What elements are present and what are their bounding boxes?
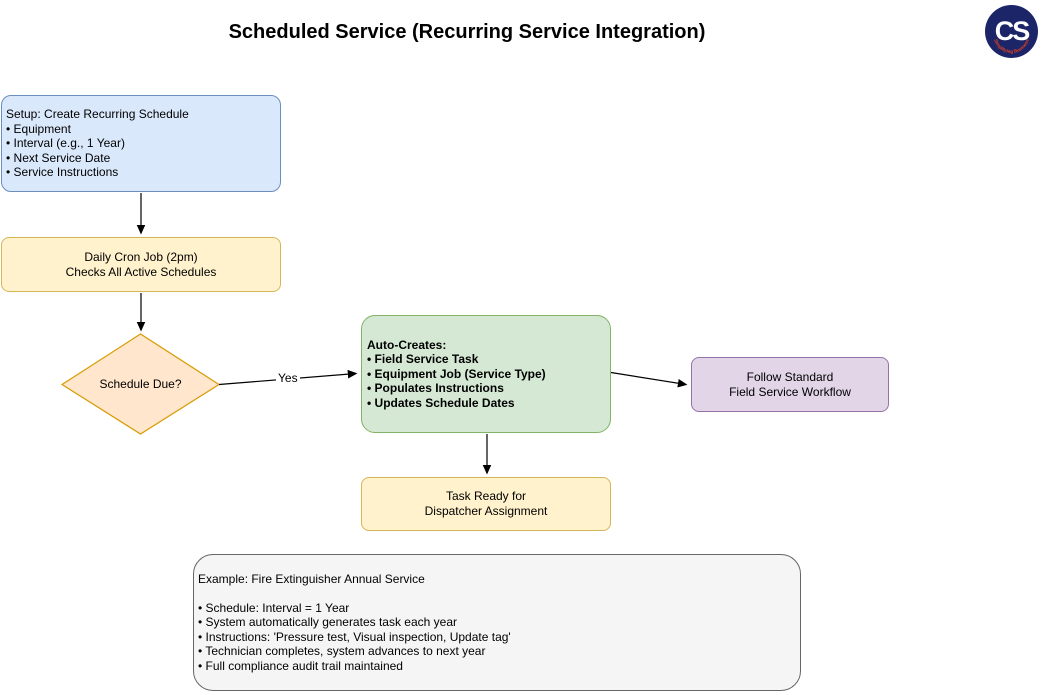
arrow-auto-creates-to-workflow [610, 371, 688, 388]
node-daily-cron-job: Daily Cron Job (2pm) Checks All Active S… [1, 237, 281, 292]
node-example-fire-extinguisher: Example: Fire Extinguisher Annual Servic… [193, 554, 801, 691]
node-auto-creates: Auto-Creates: • Field Service Task • Equ… [361, 315, 611, 433]
node-schedule-due-decision-label: Schedule Due? [99, 377, 182, 391]
logo-circle [985, 5, 1038, 58]
edge-label-yes: Yes [276, 371, 300, 385]
node-follow-standard-workflow: Follow Standard Field Service Workflow [691, 357, 889, 412]
diagram-title: Scheduled Service (Recurring Service Int… [228, 21, 706, 43]
node-task-ready-for-dispatcher: Task Ready for Dispatcher Assignment [361, 477, 611, 531]
logo-monogram: CS [995, 16, 1029, 46]
node-setup-create-recurring-schedule: Setup: Create Recurring Schedule • Equip… [1, 95, 281, 192]
company-logo: CS Simplifying Business [985, 5, 1038, 58]
